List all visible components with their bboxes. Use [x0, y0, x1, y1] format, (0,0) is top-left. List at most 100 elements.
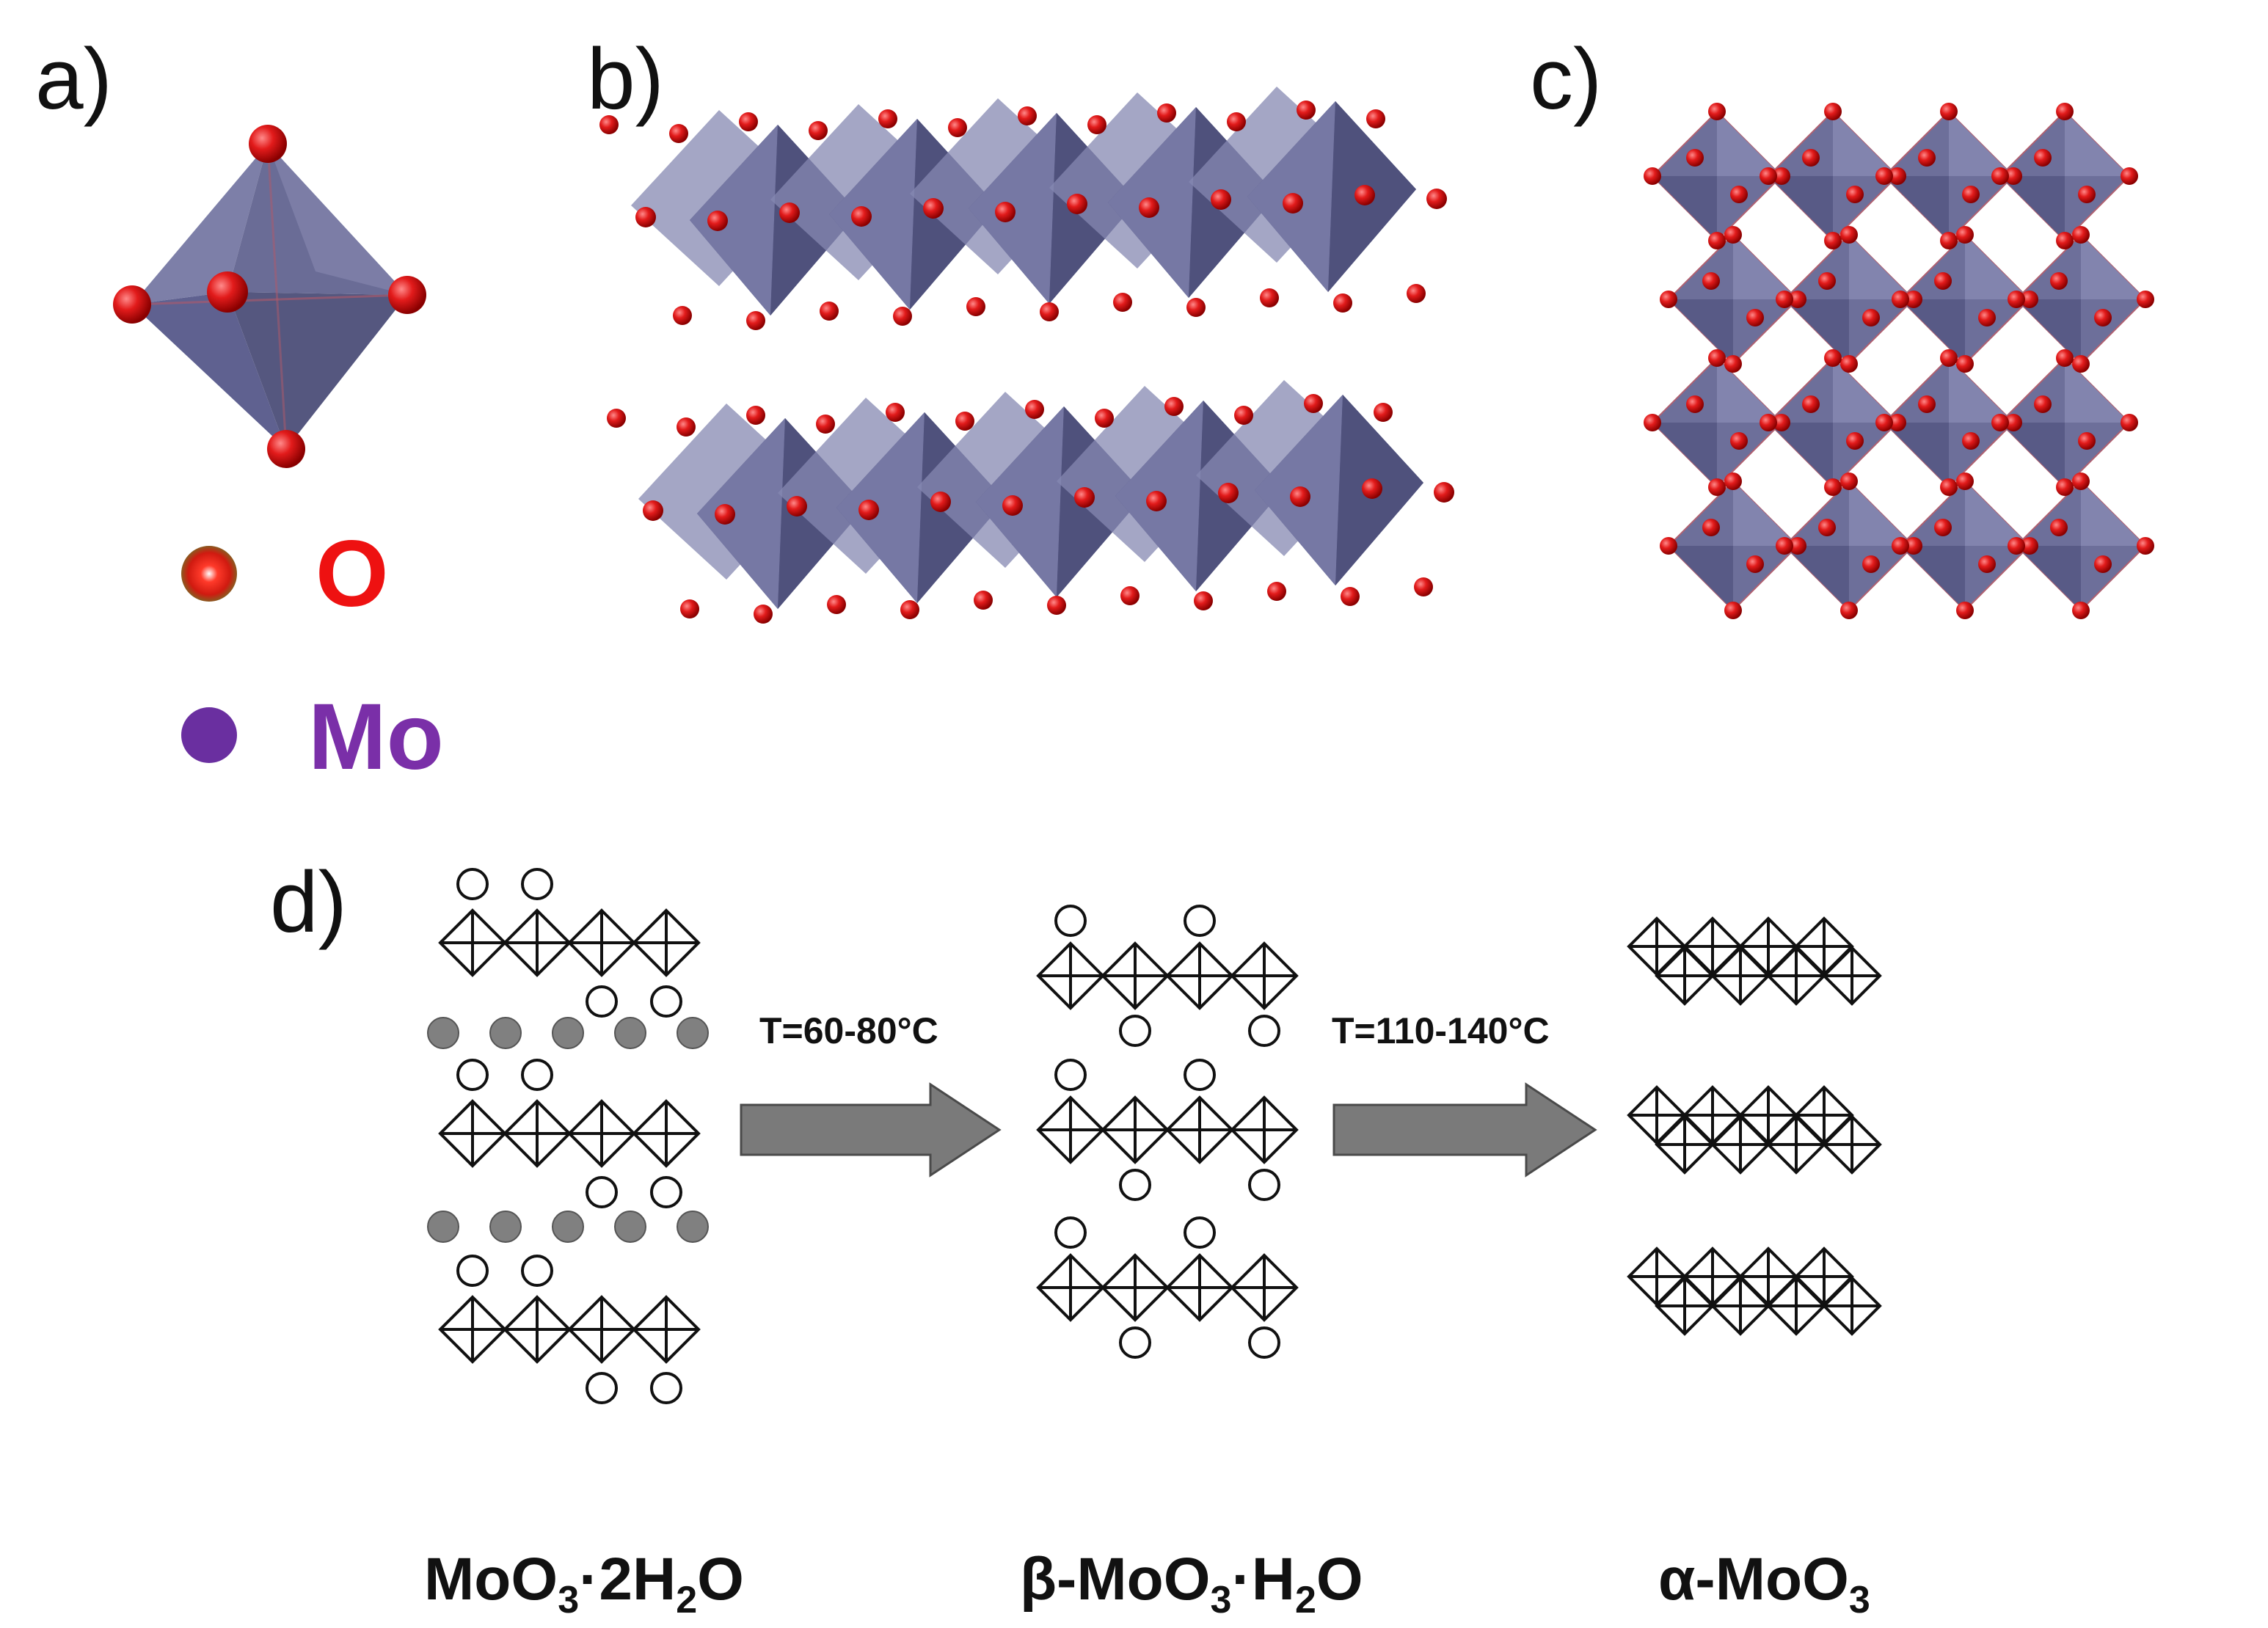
oxygen-atom [1297, 101, 1316, 120]
oxygen-atom [643, 500, 663, 521]
oxygen-atom [2121, 167, 2138, 185]
layered-structure-view [599, 87, 1454, 624]
oxygen-atom [1407, 284, 1426, 303]
oxygen-atom [1164, 397, 1184, 416]
oxygen-atom [930, 492, 951, 512]
oxygen-atom [2056, 232, 2074, 249]
oxygen-atom [1708, 232, 1726, 249]
oxygen-atom [1892, 537, 1909, 555]
oxygen-atom [1290, 486, 1310, 507]
single-octahedron [113, 125, 426, 468]
oxygen-symbol [650, 1176, 682, 1208]
oxygen-atom [1724, 355, 1742, 373]
octahedron-face [2065, 112, 2129, 176]
water-molecule-symbol [552, 1017, 584, 1049]
oxygen-symbol [1119, 1015, 1151, 1047]
oxygen-atom [1040, 302, 1059, 321]
oxygen-atom [1426, 189, 1447, 209]
oxygen-atom [1824, 103, 1842, 120]
octahedron-face [1833, 358, 1897, 423]
oxygen-atom-top [249, 125, 287, 163]
oxygen-atom [1724, 602, 1742, 619]
oxygen-atom [1889, 167, 1906, 185]
octahedron-face [1849, 235, 1914, 299]
panel-label-a: a) [35, 31, 112, 128]
oxygen-atom [1773, 167, 1790, 185]
oxygen-atom [677, 417, 696, 437]
oxygen-atom [1956, 226, 1974, 244]
oxygen-atom [1934, 519, 1952, 536]
panel-label-b: b) [587, 31, 664, 128]
oxygen-atom [1802, 395, 1820, 413]
oxygen-symbol [1248, 1326, 1280, 1359]
oxygen-atom [995, 202, 1016, 222]
oxygen-atom [1157, 103, 1176, 123]
octahedron-face [1949, 112, 2013, 176]
oxygen-atom [1818, 272, 1836, 290]
oxygen-atom [1702, 272, 1720, 290]
oxygen-symbol [650, 985, 682, 1018]
oxygen-symbol [1184, 905, 1216, 937]
oxygen-atom [2121, 414, 2138, 431]
oxygen-symbol [1248, 1015, 1280, 1047]
oxygen-atom [754, 605, 773, 624]
oxygen-atom [1644, 414, 1661, 431]
oxygen-atom [966, 297, 985, 316]
oxygen-atom [2137, 291, 2154, 308]
oxygen-atom [2008, 291, 2025, 308]
oxygen-atom [1234, 406, 1253, 425]
oxygen-legend-icon [181, 546, 237, 602]
oxygen-atom [1746, 309, 1764, 326]
phase-label-alpha-moo3: α-MoO3 [1658, 1546, 1870, 1621]
oxygen-atom [1818, 519, 1836, 536]
oxygen-atom [1773, 414, 1790, 431]
oxygen-symbol [1248, 1169, 1280, 1201]
octahedron-face [1884, 176, 1949, 241]
oxygen-atom [1708, 478, 1726, 496]
oxygen-atom [1776, 537, 1793, 555]
oxygen-atom [2094, 309, 2112, 326]
corner-sharing-network-view [1644, 103, 2154, 619]
octahedron-face [2081, 481, 2145, 546]
octahedron-face [1717, 358, 1782, 423]
oxygen-atom [1113, 293, 1132, 312]
octahedron-face [2065, 358, 2129, 423]
octahedron-face [690, 125, 778, 315]
oxygen-atom [974, 591, 993, 610]
oxygen-symbol [586, 1372, 618, 1404]
oxygen-atom [1956, 602, 1974, 619]
octahedron-face [2081, 235, 2145, 299]
oxygen-atom [1962, 186, 1980, 203]
oxygen-atom [1283, 193, 1303, 213]
oxygen-atom [1892, 291, 1909, 308]
oxygen-symbol [586, 1176, 618, 1208]
oxygen-atom [1746, 555, 1764, 573]
oxygen-atom [1789, 537, 1806, 555]
oxygen-symbol [521, 868, 553, 900]
oxygen-atom [673, 306, 692, 325]
octahedron-face [1768, 423, 1833, 487]
water-molecule-symbol [552, 1211, 584, 1243]
octahedron-face [1717, 112, 1782, 176]
oxygen-atom [787, 496, 807, 516]
oxygen-atom [2056, 478, 2074, 496]
molybdenum-legend-icon [181, 707, 237, 763]
transition-label-1: T=60-80°C [759, 1010, 938, 1051]
water-molecule-symbol [489, 1211, 522, 1243]
panel-label-c: c) [1530, 31, 1602, 128]
oxygen-atom-left [113, 285, 151, 324]
oxygen-atom [2034, 395, 2052, 413]
water-molecule-symbol [427, 1017, 459, 1049]
octahedron-face [1768, 176, 1833, 241]
oxygen-atom [1018, 106, 1037, 125]
oxygen-atom [1724, 226, 1742, 244]
octahedron-face [2016, 546, 2081, 610]
oxygen-atom [900, 600, 919, 619]
moo3-2h2o-schematic [427, 868, 709, 1404]
transition-arrow-2 [1332, 1082, 1597, 1178]
octahedron-face [836, 412, 925, 603]
oxygen-symbol [1119, 1326, 1151, 1359]
oxygen-atom [1918, 149, 1936, 167]
oxygen-atom [1730, 432, 1748, 450]
oxygen-atom [1956, 472, 1974, 490]
